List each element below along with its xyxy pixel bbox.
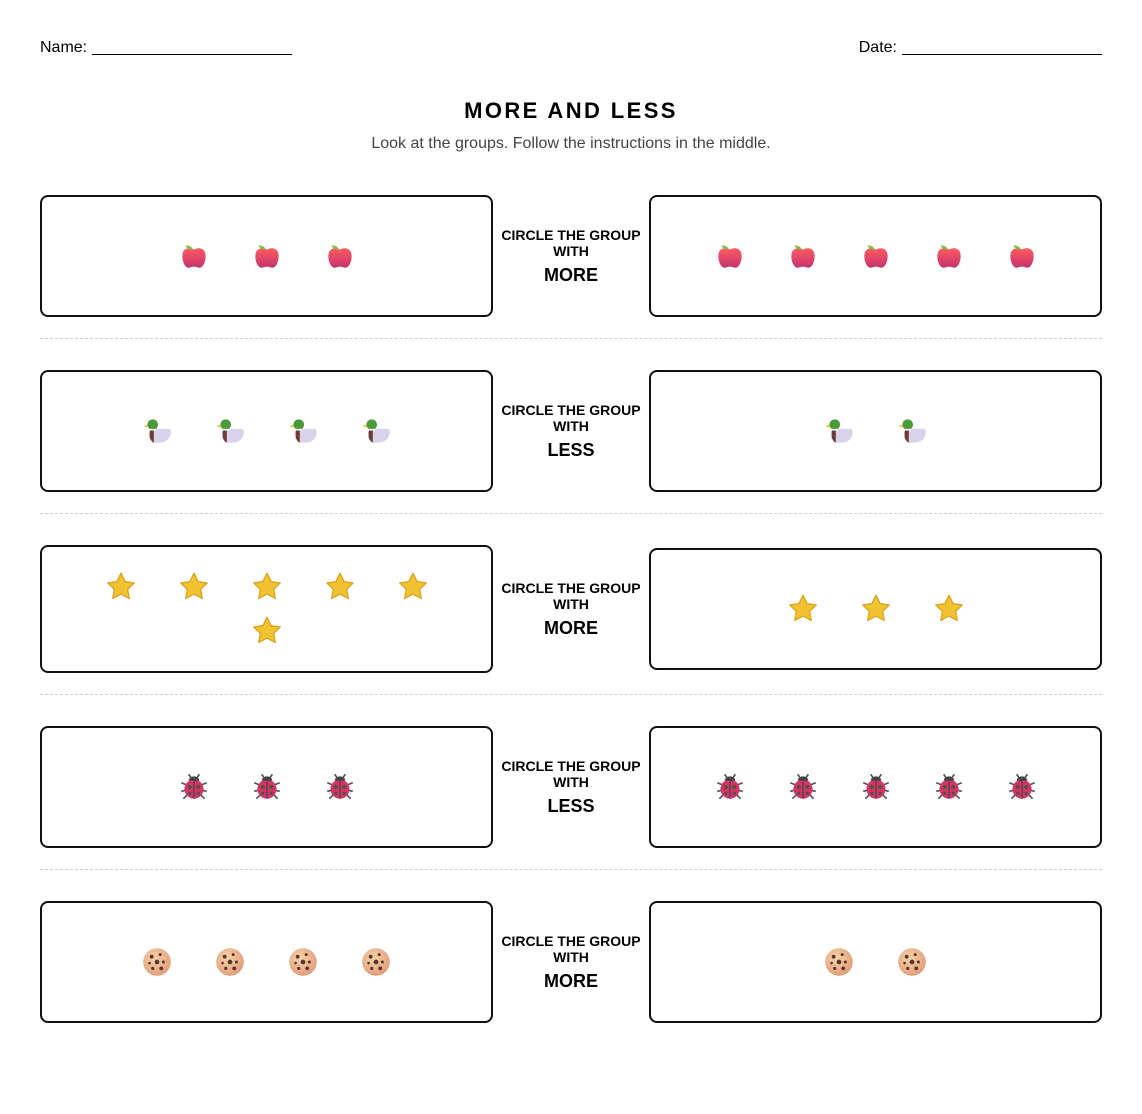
apple-icon	[303, 234, 376, 278]
star-icon	[230, 609, 303, 653]
left-group-box[interactable]	[40, 901, 493, 1023]
instruction-line-1: CIRCLE THE GROUP	[501, 758, 641, 774]
instruction: CIRCLE THE GROUP WITH MORE	[493, 227, 649, 285]
date-field[interactable]: Date:	[859, 38, 1102, 58]
ladybug-icon	[766, 765, 839, 809]
left-group-box[interactable]	[40, 195, 493, 317]
instruction-line-1: CIRCLE THE GROUP	[501, 933, 641, 949]
duck-icon	[803, 409, 876, 453]
instruction: CIRCLE THE GROUP WITH MORE	[493, 933, 649, 991]
apple-icon	[766, 234, 839, 278]
star-icon	[376, 565, 449, 609]
instruction-line-2: WITH	[553, 243, 589, 259]
star-icon	[230, 565, 303, 609]
instruction-line-2: WITH	[553, 596, 589, 612]
ladybug-icon	[230, 765, 303, 809]
cookie-icon	[876, 940, 949, 984]
instruction-line-2: WITH	[553, 949, 589, 965]
right-group-box[interactable]	[649, 548, 1102, 670]
row-divider	[40, 338, 1102, 339]
instruction-target: MORE	[544, 971, 598, 991]
instruction-line-1: CIRCLE THE GROUP	[501, 580, 641, 596]
cookie-icon	[340, 940, 413, 984]
exercise-row-5: CIRCLE THE GROUP WITH MORE	[40, 901, 1102, 1023]
instruction-line-1: CIRCLE THE GROUP	[501, 227, 641, 243]
duck-icon	[340, 409, 413, 453]
left-group-box[interactable]	[40, 726, 493, 848]
exercise-row-4: CIRCLE THE GROUP WITH LESS	[40, 726, 1102, 848]
left-group-box[interactable]	[40, 370, 493, 492]
apple-icon	[230, 234, 303, 278]
ladybug-icon	[912, 765, 985, 809]
cookie-icon	[121, 940, 194, 984]
instruction-line-1: CIRCLE THE GROUP	[501, 402, 641, 418]
right-group-box[interactable]	[649, 901, 1102, 1023]
star-icon	[839, 587, 912, 631]
apple-icon	[839, 234, 912, 278]
instruction-line-2: WITH	[553, 418, 589, 434]
instruction-target: LESS	[547, 796, 595, 816]
row-divider	[40, 513, 1102, 514]
instruction-target: LESS	[547, 440, 595, 460]
row-divider	[40, 869, 1102, 870]
name-label: Name:	[40, 39, 88, 56]
ladybug-icon	[303, 765, 376, 809]
instruction-line-2: WITH	[553, 774, 589, 790]
apple-icon	[912, 234, 985, 278]
apple-icon	[985, 234, 1058, 278]
ladybug-icon	[693, 765, 766, 809]
star-icon	[84, 565, 157, 609]
apple-icon	[693, 234, 766, 278]
exercise-row-2: CIRCLE THE GROUP WITH LESS	[40, 370, 1102, 492]
page-subtitle: Look at the groups. Follow the instructi…	[371, 135, 771, 152]
date-label: Date:	[858, 39, 897, 56]
duck-icon	[121, 409, 194, 453]
instruction: CIRCLE THE GROUP WITH MORE	[493, 580, 649, 638]
cookie-icon	[194, 940, 267, 984]
cookie-icon	[267, 940, 340, 984]
ladybug-icon	[157, 765, 230, 809]
star-icon	[912, 587, 985, 631]
ladybug-icon	[985, 765, 1058, 809]
right-group-box[interactable]	[649, 726, 1102, 848]
date-blank-line[interactable]	[902, 41, 1102, 55]
exercise-row-1: CIRCLE THE GROUP WITH MORE	[40, 195, 1102, 317]
star-icon	[303, 565, 376, 609]
right-group-box[interactable]	[649, 195, 1102, 317]
name-blank-line[interactable]	[92, 41, 293, 55]
star-icon	[157, 565, 230, 609]
cookie-icon	[803, 940, 876, 984]
name-field[interactable]: Name:	[40, 38, 293, 58]
duck-icon	[267, 409, 340, 453]
left-group-box[interactable]	[40, 545, 493, 673]
row-divider	[40, 694, 1102, 695]
right-group-box[interactable]	[649, 370, 1102, 492]
instruction-target: MORE	[544, 618, 598, 638]
page-title: MORE AND LESS	[464, 98, 678, 123]
duck-icon	[194, 409, 267, 453]
star-icon	[766, 587, 839, 631]
exercise-row-3: CIRCLE THE GROUP WITH MORE	[40, 545, 1102, 673]
apple-icon	[157, 234, 230, 278]
ladybug-icon	[839, 765, 912, 809]
worksheet-header: Name: Date:	[40, 38, 1102, 58]
duck-icon	[876, 409, 949, 453]
instruction: CIRCLE THE GROUP WITH LESS	[493, 758, 649, 816]
instruction-target: MORE	[544, 265, 598, 285]
instruction: CIRCLE THE GROUP WITH LESS	[493, 402, 649, 460]
